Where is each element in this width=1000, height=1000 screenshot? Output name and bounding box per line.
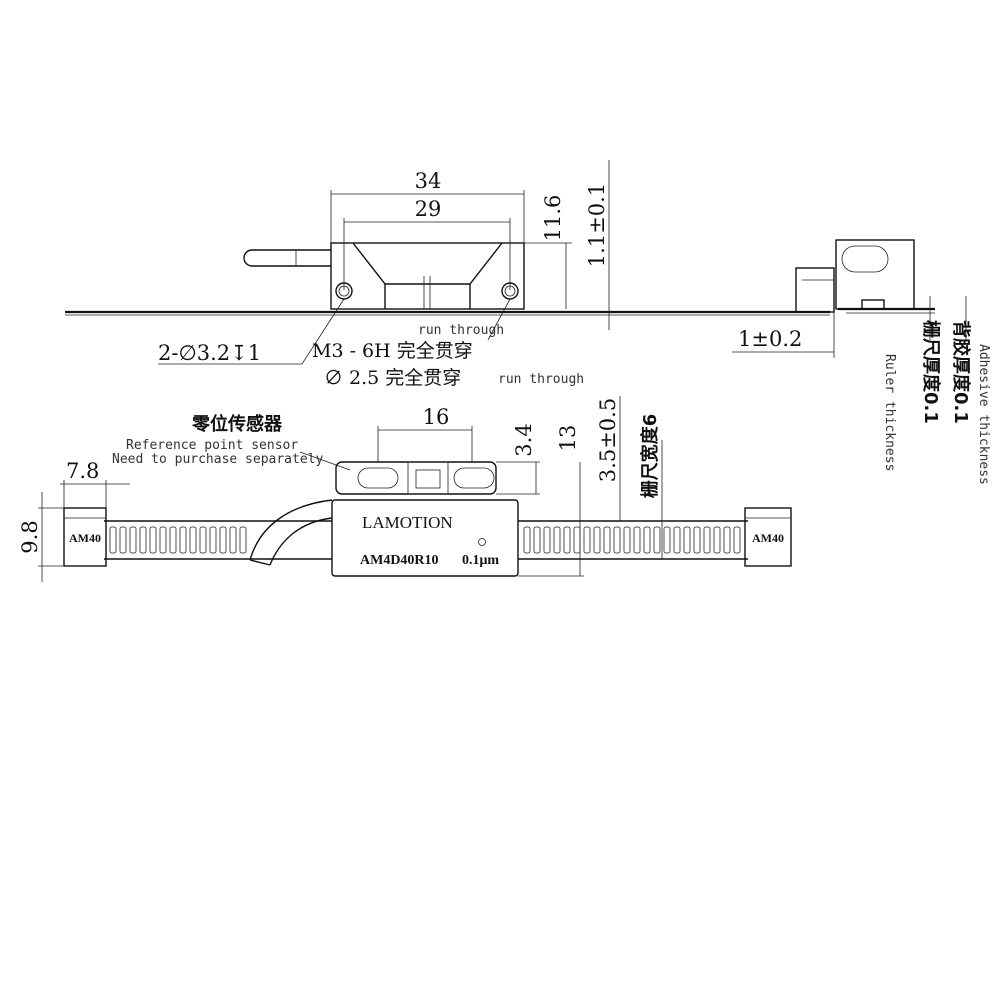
tape-slot: [159, 526, 167, 554]
tape-slot: [219, 526, 227, 554]
through-hole-callout: ∅ 2.5 完全贯穿: [324, 367, 461, 389]
reference-mark: [478, 538, 486, 546]
dim-offset: 1±0.2: [738, 327, 802, 351]
dim-end-width: 7.8: [66, 459, 99, 483]
dim-sensor-offset: 3.4: [512, 423, 536, 456]
tape-slot: [603, 526, 611, 554]
tape-slot: [119, 526, 127, 554]
adhesive-thickness-en: Adhesive thickness: [976, 344, 991, 485]
dim-outer-width: 34: [415, 169, 442, 193]
tape-slot: [543, 526, 551, 554]
side-head-body: [835, 239, 915, 310]
read-head-body: [330, 242, 525, 310]
tape-slot: [693, 526, 701, 554]
front-view: AM40 AM40 LAMOTION AM4D40R10 0.1μm 零位传感器…: [18, 396, 792, 582]
end-cap-left-label: AM40: [69, 531, 101, 545]
tape-slot: [533, 526, 541, 554]
dim-sensor-width: 16: [423, 405, 450, 429]
tape-slot: [553, 526, 561, 554]
tape-slot: [703, 526, 711, 554]
tape-slot: [613, 526, 621, 554]
tape-slot: [673, 526, 681, 554]
cable-upper: [249, 499, 333, 561]
tape-slot: [129, 526, 137, 554]
tape-slot: [593, 526, 601, 554]
dim-gap: 1.1±0.1: [585, 183, 609, 267]
hole-leader: [158, 298, 345, 365]
side-cable: [841, 245, 889, 273]
tape-slot: [209, 526, 217, 554]
tape-slot: [623, 526, 631, 554]
cable-lower: [269, 517, 333, 566]
top-view: 34 29 11.6 1.1±0.1 2-∅3.2↧1 run through …: [65, 160, 830, 389]
tape-slot: [523, 526, 531, 554]
through-hole-en: run through: [498, 372, 584, 387]
side-foot: [861, 299, 885, 310]
side-sensor: [795, 267, 835, 313]
tape-slot: [199, 526, 207, 554]
sensor-center-inner: [415, 469, 441, 489]
sensor-title-cn: 零位传感器: [191, 413, 283, 435]
ruler-thickness-en: Ruler thickness: [882, 354, 897, 471]
tape-slot: [573, 526, 581, 554]
side-view: 1±0.2 栅尺厚度0.1 Ruler thickness 背胶厚度0.1 Ad…: [732, 239, 991, 485]
end-cap-right-label: AM40: [752, 531, 784, 545]
tape-slot: [643, 526, 651, 554]
sensor-en-1: Reference point sensor: [126, 438, 298, 453]
tape-slot: [733, 526, 741, 554]
tape-slot: [109, 526, 117, 554]
sensor-en-2: Need to purchase separately: [112, 452, 323, 467]
tape-slot: [653, 526, 661, 554]
ruler-thickness-cn: 栅尺厚度0.1: [920, 320, 942, 424]
dim-end-height: 9.8: [18, 520, 42, 553]
head-cavity: [352, 242, 503, 309]
sensor-slot-right: [453, 467, 495, 489]
ruler-width: 栅尺宽度6: [639, 414, 661, 499]
brand-label: LAMOTION: [362, 513, 453, 532]
dim-height: 11.6: [541, 195, 565, 242]
dim-sensor-gap: 3.5±0.5: [596, 398, 620, 482]
thread-callout: M3 - 6H 完全贯穿: [312, 340, 473, 362]
tape-slot: [683, 526, 691, 554]
tape-slot: [633, 526, 641, 554]
end-cap-right: [744, 507, 792, 567]
tape-slot: [179, 526, 187, 554]
tape-slot: [139, 526, 147, 554]
tape-scale-left: [109, 526, 247, 554]
tape-slot: [663, 526, 671, 554]
sensor-center: [407, 461, 449, 495]
sensor-leader: [299, 451, 351, 471]
thread-en: run through: [418, 323, 504, 338]
dim-inner-width: 29: [415, 197, 442, 221]
tape-slot: [189, 526, 197, 554]
sensor-slot-left: [357, 467, 399, 489]
resolution-label: 0.1μm: [462, 553, 499, 568]
tape-slot: [229, 526, 237, 554]
adhesive-thickness-cn: 背胶厚度0.1: [950, 320, 972, 424]
cable-stub: [243, 249, 331, 267]
tape-slot: [583, 526, 591, 554]
tape-slot: [563, 526, 571, 554]
end-cap-left: [63, 507, 107, 567]
read-head-front: [331, 499, 519, 577]
tape-slot: [239, 526, 247, 554]
tape-slot: [723, 526, 731, 554]
model-label: AM4D40R10: [360, 553, 439, 568]
tape-scale-right: [523, 526, 741, 554]
cable-end: [249, 559, 271, 566]
tape-slot: [169, 526, 177, 554]
tape-slot: [713, 526, 721, 554]
thread-leader: [487, 298, 511, 341]
tape-slot: [149, 526, 157, 554]
dim-head-height: 13: [556, 425, 580, 452]
hole-callout: 2-∅3.2↧1: [158, 341, 261, 365]
